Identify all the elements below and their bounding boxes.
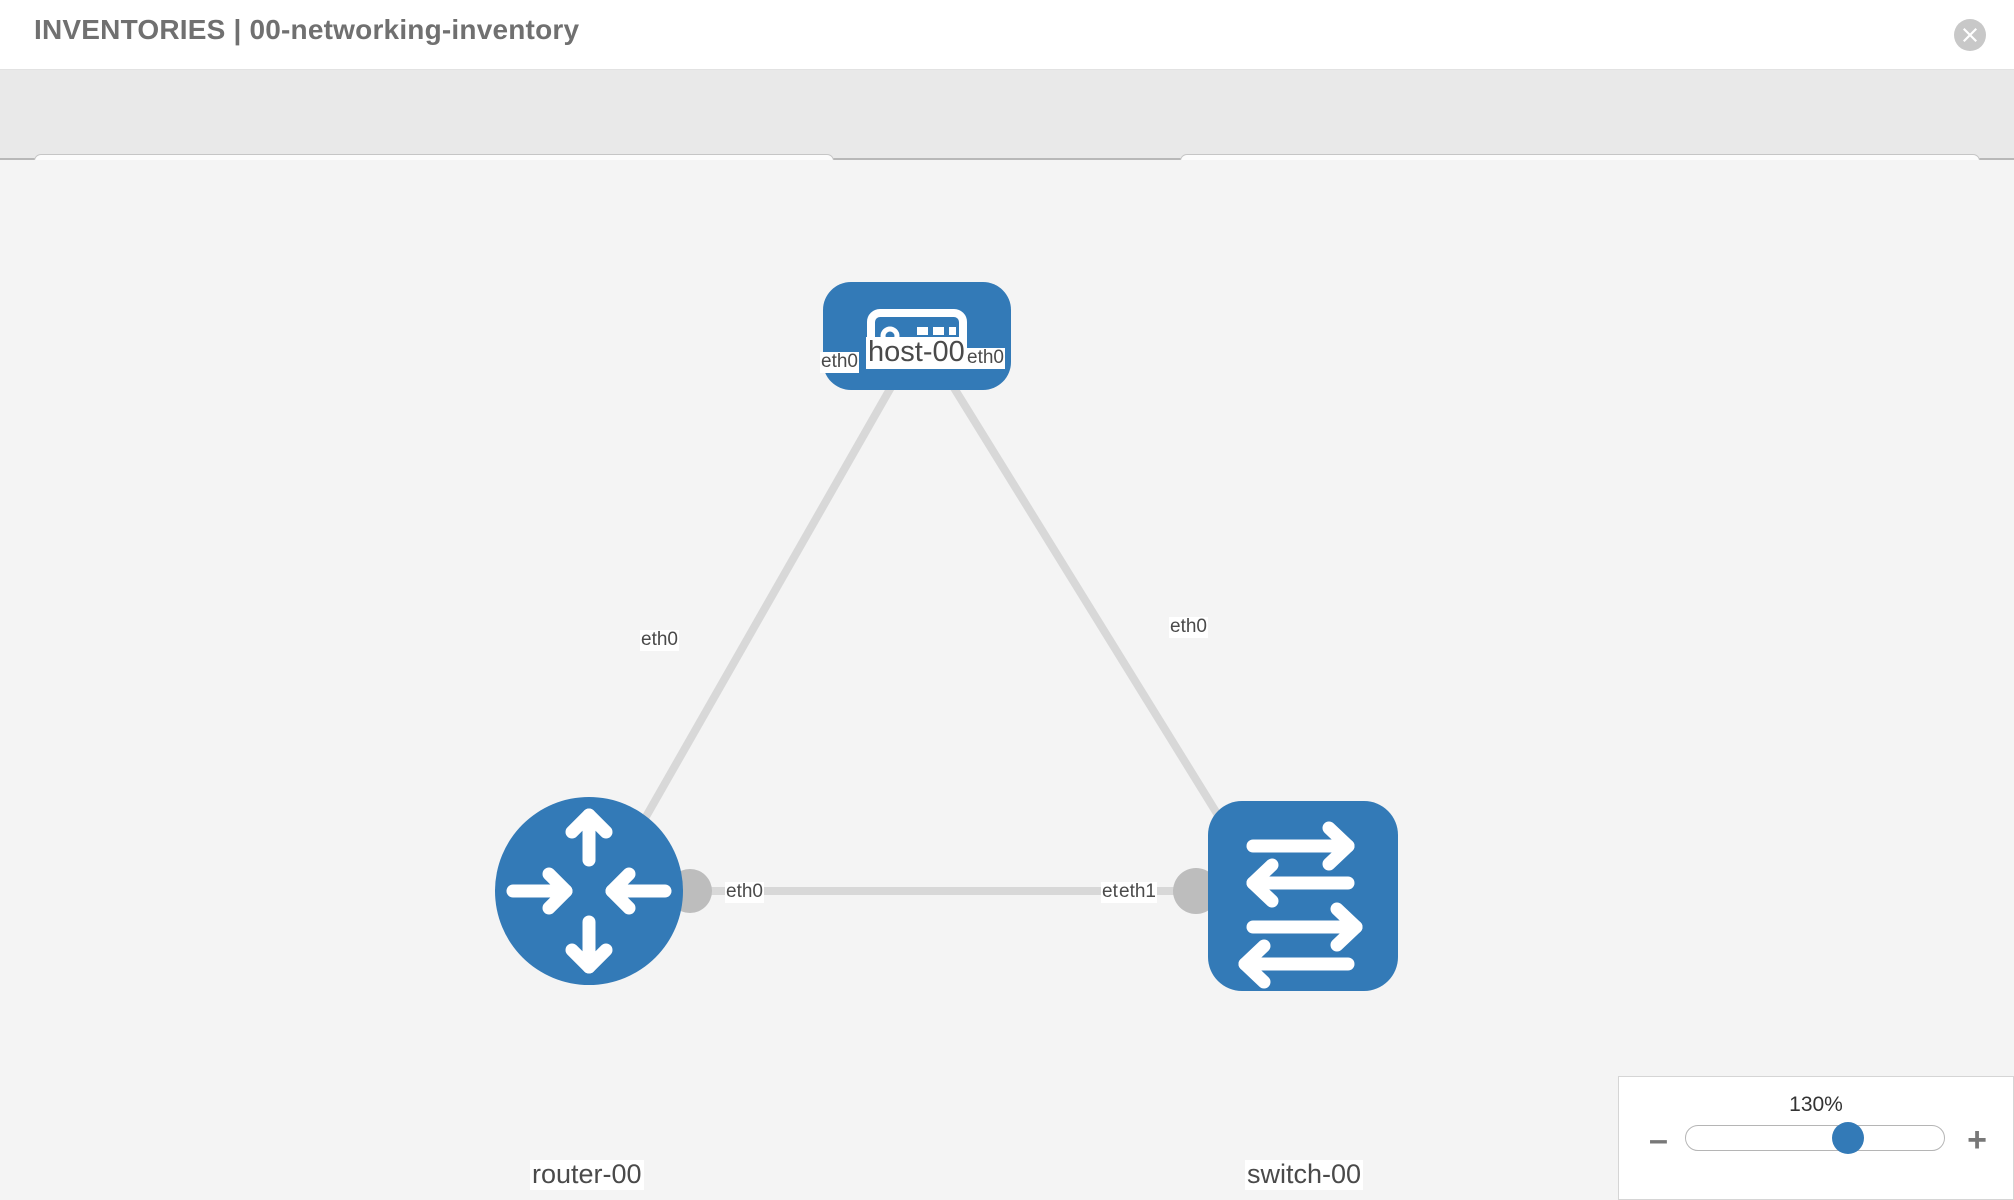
- edge-label-router-eth0-right: eth0: [725, 881, 764, 903]
- zoom-slider[interactable]: [1685, 1122, 1945, 1154]
- page-header: INVENTORIES | 00-networking-inventory: [0, 0, 2014, 70]
- zoom-percent-label: 130%: [1789, 1093, 1843, 1116]
- edge-label-host-eth0-right: eth0: [966, 347, 1005, 369]
- toolbar: ACTIONS SEARCH: [0, 70, 2014, 204]
- topology-canvas[interactable]: eth0 host-00 eth0 eth0 eth0 eth0 eth eth…: [0, 160, 2014, 1200]
- node-switch-00[interactable]: [1208, 801, 1398, 991]
- zoom-control: 130% – +: [1618, 1076, 2014, 1200]
- zoom-out-button[interactable]: –: [1649, 1121, 1668, 1159]
- topology-graph: [495, 282, 1398, 991]
- node-label-switch-00: switch-00: [1245, 1159, 1364, 1190]
- node-router-00[interactable]: [495, 797, 683, 985]
- router-icon: [506, 808, 672, 974]
- edge-label-host-eth0-left: eth0: [820, 351, 859, 373]
- switch-icon: [1238, 821, 1363, 989]
- edge-label-router-eth0-up: eth0: [640, 629, 679, 651]
- zoom-slider-thumb[interactable]: [1832, 1122, 1865, 1154]
- edge-label-switch-eth0-up: eth0: [1169, 616, 1208, 638]
- edge-label-switch-eth1: eth1: [1118, 881, 1157, 903]
- node-label-router-00: router-00: [530, 1159, 644, 1190]
- node-label-host-00: host-00: [866, 336, 967, 369]
- zoom-in-button[interactable]: +: [1967, 1121, 1987, 1159]
- port-switch-left: [1173, 868, 1219, 914]
- link-host-router: [603, 373, 902, 887]
- page-title: INVENTORIES | 00-networking-inventory: [34, 14, 580, 45]
- close-icon[interactable]: [1954, 19, 1986, 51]
- link-host-switch: [942, 372, 1259, 878]
